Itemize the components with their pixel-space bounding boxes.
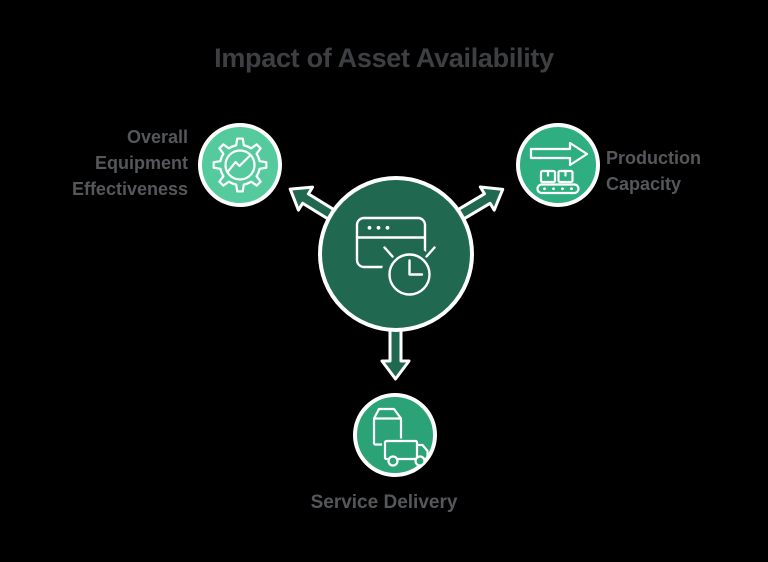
label-service-delivery: Service Delivery [310, 492, 458, 513]
label-overall-equipment-effectiveness: Overall Equipment Effectiveness [71, 127, 188, 199]
package-truck-icon [372, 407, 429, 467]
conveyor-arrow-icon [529, 141, 589, 195]
page-title: Impact of Asset Availability [214, 43, 554, 73]
label-production-capacity: Production Capacity [606, 148, 701, 194]
browser-clock-icon [355, 216, 438, 303]
gear-trend-icon [212, 137, 268, 193]
arrow-to-service [380, 322, 411, 381]
